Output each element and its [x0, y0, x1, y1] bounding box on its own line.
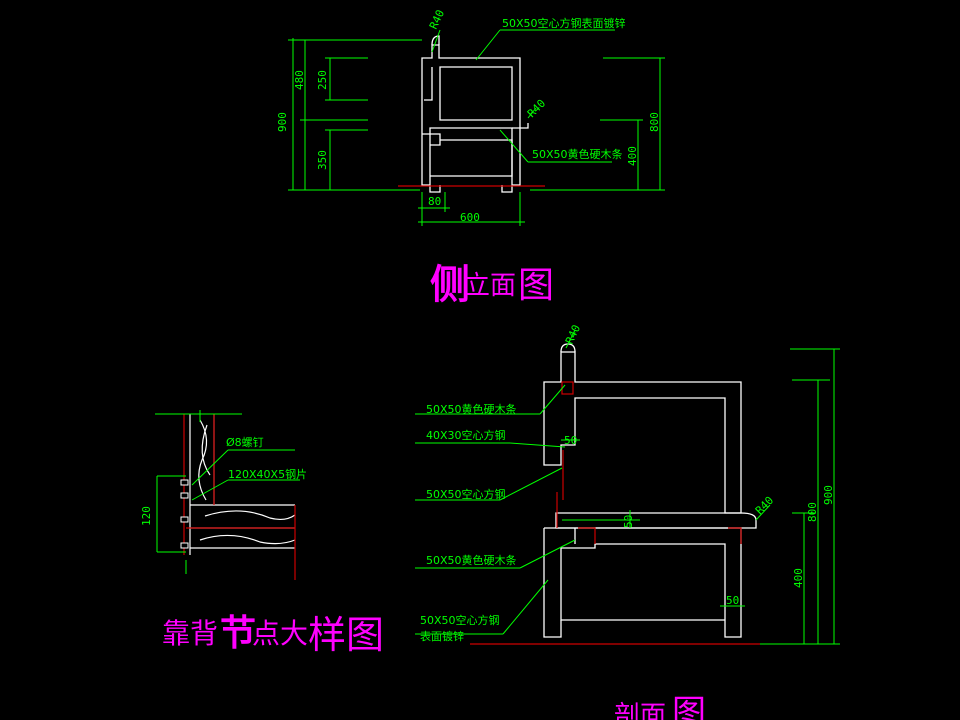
section-view: 900 800 400 R40 R40 50 50 50 50X50黄色硬木条 … [415, 323, 840, 720]
section-dim-50-a: 50 [564, 434, 577, 447]
side-callout-steel: 50X50空心方钢表面镀锌 [502, 16, 626, 30]
section-title-b: 图 [672, 693, 706, 720]
section-dim-400: 400 [792, 568, 805, 588]
side-dim-backrest: 250 [316, 70, 329, 90]
backrest-detail: 120 Ø8螺钉 120X40X5钢片 靠背 节 点大 样图 [140, 410, 384, 657]
side-callout-wood: 50X50黄色硬木条 [532, 147, 623, 161]
section-dim-900: 900 [822, 485, 835, 505]
side-elevation: 900 480 250 350 800 400 80 600 R40 R40 5… [276, 8, 665, 308]
section-dim-800: 800 [806, 502, 819, 522]
side-dim-foot: 80 [428, 195, 441, 208]
detail-dim-120: 120 [140, 506, 153, 526]
section-radius-top: R40 [563, 323, 583, 347]
detail-title-b: 节 [220, 613, 256, 654]
section-callout-3: 50X50空心方钢 [426, 487, 506, 501]
side-radius-mid: R40 [525, 97, 548, 120]
section-hardwood-strips [556, 381, 742, 544]
side-dim-total-height: 900 [276, 112, 289, 132]
section-frame [543, 343, 757, 638]
side-dim-seat: 350 [316, 150, 329, 170]
section-dim-50-c: 50 [726, 594, 739, 607]
detail-title-c: 点大 [252, 617, 308, 650]
detail-dim-lines [155, 410, 300, 574]
section-callout-2: 40X30空心方钢 [426, 428, 506, 442]
section-dim-50-b: 50 [622, 515, 635, 528]
section-callout-5b: 表面镀锌 [420, 629, 464, 643]
side-frame [421, 35, 529, 193]
side-title-char-1: 侧 [430, 262, 470, 308]
detail-wood-grain [189, 414, 296, 555]
section-callout-4: 50X50黄色硬木条 [426, 553, 517, 567]
section-dim-lines [415, 329, 840, 645]
side-dim-lines [288, 29, 665, 226]
section-callout-5a: 50X50空心方钢 [420, 613, 500, 627]
side-dim-right-total: 800 [648, 112, 661, 132]
detail-title-d: 样图 [308, 613, 384, 657]
side-radius-top: R40 [427, 8, 447, 32]
detail-callout-plate: 120X40X5钢片 [228, 468, 307, 481]
side-dim-right-seat: 400 [626, 146, 639, 166]
detail-title-a: 靠背 [162, 617, 218, 650]
section-callout-1: 50X50黄色硬木条 [426, 402, 517, 416]
side-dim-back-height: 480 [293, 70, 306, 90]
section-radius-mid: R40 [753, 494, 776, 517]
side-title-mid: 立面 [464, 271, 516, 301]
detail-screws [180, 479, 189, 549]
side-title-end: 图 [518, 265, 554, 306]
detail-callout-screw: Ø8螺钉 [226, 436, 264, 449]
section-title-a: 剖面 [614, 701, 666, 720]
side-dim-width: 600 [460, 211, 480, 224]
